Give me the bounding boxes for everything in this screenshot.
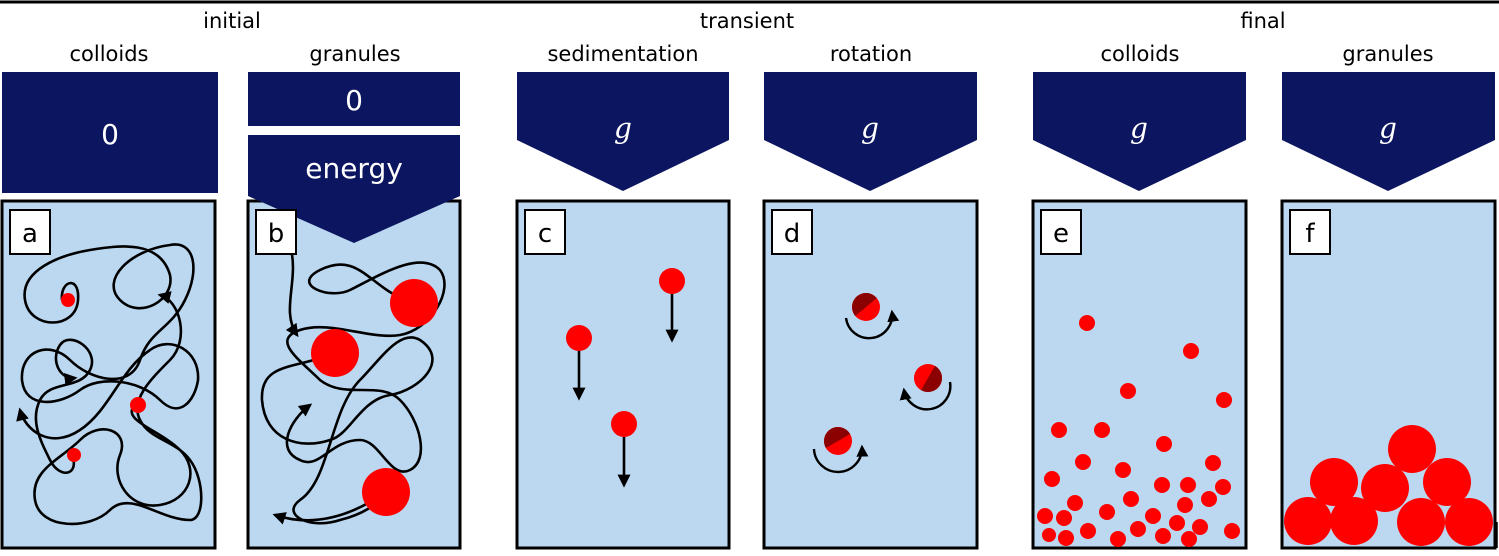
settling-particle (566, 325, 592, 351)
svg-text:b: b (268, 219, 285, 249)
granule-particle (362, 468, 410, 516)
zero-force-block-b (248, 72, 460, 126)
panel-title-f: granules (1342, 42, 1433, 66)
sediment-colloids (1037, 315, 1240, 547)
svg-text:e: e (1053, 219, 1069, 249)
force-label-c: g (614, 112, 632, 145)
force-label-b-zero: 0 (345, 84, 363, 117)
panel-title-a: colloids (69, 42, 148, 66)
force-label-e: g (1130, 112, 1148, 145)
colloid-particle (67, 448, 81, 462)
group-transient: transient (700, 9, 794, 33)
energy-arrow (248, 135, 460, 243)
force-label-b-energy: energy (305, 152, 403, 185)
panel-box-c (515, 199, 731, 550)
panel-title-e: colloids (1100, 42, 1179, 66)
svg-text:c: c (538, 219, 552, 249)
rotating-particle (812, 427, 869, 474)
svg-text:d: d (784, 219, 801, 249)
granule-particle (390, 279, 438, 327)
panel-title-c: sedimentation (547, 42, 698, 66)
force-label-f: g (1379, 112, 1397, 145)
panel-box-a (0, 199, 217, 550)
rotating-particle (899, 364, 952, 411)
panel-letter-a: a (9, 209, 51, 255)
settling-particle (659, 268, 685, 294)
gravity-arrow-c (517, 72, 729, 191)
group-initial: initial (203, 9, 261, 33)
force-label-d: g (861, 112, 879, 145)
group-final: final (1240, 9, 1285, 33)
panel-title-d: rotation (830, 42, 912, 66)
gravity-arrow-f (1282, 72, 1495, 191)
rotating-particle (844, 293, 900, 340)
gravity-arrow-e (1033, 72, 1246, 191)
panel-letter-f: f (1289, 209, 1331, 255)
panel-letter-e: e (1040, 209, 1082, 255)
settling-particle (611, 411, 637, 437)
force-label-a: 0 (101, 118, 119, 151)
panel-letter-d: d (771, 209, 813, 255)
panel-box-b (246, 199, 462, 550)
granule-particle (311, 329, 359, 377)
zero-force-block (2, 72, 218, 193)
panel-title-b: granules (309, 42, 400, 66)
sediment-granules (1284, 425, 1493, 546)
brownian-paths-a (16, 243, 203, 526)
panel-box-e (1031, 199, 1248, 550)
panel-letter-b: b (255, 209, 297, 255)
colloid-particle (61, 293, 75, 307)
svg-text:a: a (22, 219, 38, 249)
gravity-arrow-d (764, 72, 977, 191)
colloid-particle (130, 397, 146, 413)
panel-letter-c: c (524, 209, 566, 255)
svg-text:f: f (1305, 219, 1315, 249)
